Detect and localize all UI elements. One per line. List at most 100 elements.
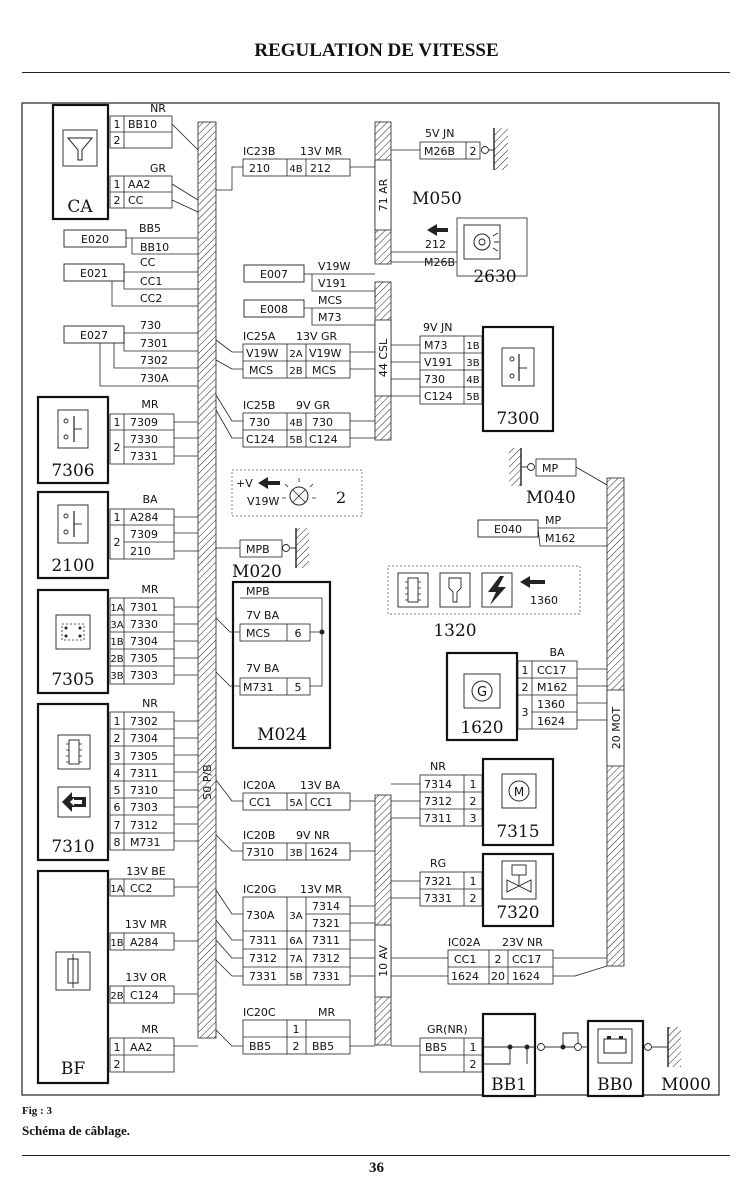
e021-w1: CC <box>140 256 156 269</box>
switch-block-icon <box>61 623 85 641</box>
arrow-left-icon <box>62 792 86 812</box>
ca-name: CA <box>67 197 93 217</box>
footer-rule <box>22 1155 730 1156</box>
c7320-pin: 2 <box>470 892 477 905</box>
figure-label: Fig : 3 <box>22 1105 52 1117</box>
c7320-pin: 1 <box>470 875 477 888</box>
c7300-spec: 9V JN <box>423 321 453 334</box>
bf-c1-pin: 1A <box>110 884 123 895</box>
c7306-p1: 1 <box>114 416 121 429</box>
ic02a-pin: 20 <box>491 970 505 983</box>
bb1-color: GR(NR) <box>427 1023 468 1036</box>
battery-icon <box>603 1036 627 1054</box>
splice-e040: E040 MP M162 <box>477 514 607 547</box>
bundle-50-pb: 50 P/B <box>197 121 217 1039</box>
connector-ic20g: IC20G 13V MR 730A 3A 7314 7321 7311 6A 7… <box>215 883 375 986</box>
component-7320: RG 7321 7331 1 2 7320 <box>391 852 555 928</box>
ic02a-right: CC17 <box>512 953 541 966</box>
component-7300: 9V JN M73 V191 730 C124 1B 3B 4B 5B 7300 <box>391 321 555 433</box>
ca-w3-pin: 1 <box>114 178 121 191</box>
c7310-color: NR <box>142 697 158 710</box>
c7306-w2: 7330 <box>130 433 158 446</box>
ic20c-right: BB5 <box>312 1040 334 1053</box>
c7310-pin: 5 <box>114 784 121 797</box>
c2100-p2: 2 <box>114 536 121 549</box>
m020-wire: MPB <box>246 543 270 556</box>
splice-e007: E007 V19W V191 <box>243 260 376 300</box>
ic20g-right: 7331 <box>312 970 340 983</box>
motor-icon: M <box>508 780 530 802</box>
bf-c2-wire: A284 <box>130 936 159 949</box>
ic20a-spec: 13V BA <box>300 779 341 792</box>
e020-color: BB5 <box>139 222 161 235</box>
bf-c4-color: MR <box>141 1023 158 1036</box>
ca-w2-pin: 2 <box>114 134 121 147</box>
ic20g-right: 7312 <box>312 952 340 965</box>
c7315-color: NR <box>430 760 446 773</box>
c7320-name: 7320 <box>496 903 539 923</box>
ic20b-label: IC20B <box>243 829 275 842</box>
svg-text:G: G <box>477 685 487 700</box>
m024-w1: MCS <box>246 627 270 640</box>
connector-ic25b: IC25B 9V GR 730 4B 730 C124 5B C124 <box>215 394 375 448</box>
bf-c2-pin: 1B <box>110 938 123 949</box>
bf-name: BF <box>61 1059 85 1079</box>
connector-ic25a: IC25A 13V GR V19W 2A V19W MCS 2B MCS <box>215 330 375 379</box>
ic20b-left: 7310 <box>246 846 274 859</box>
c7305-pin: 1A <box>110 603 123 614</box>
connector-ic02a: IC02A 23V NR CC1 2 CC17 1624 20 1624 <box>391 936 608 985</box>
c7310-pin: 7 <box>114 819 121 832</box>
ic25b-row-pin: 5B <box>289 435 302 446</box>
c7300-wire: V191 <box>424 356 453 369</box>
c2100-w1: A284 <box>130 511 159 524</box>
fuse-icon <box>67 954 79 988</box>
ic20c-left: BB5 <box>249 1040 271 1053</box>
bf-c1-wire: CC2 <box>130 882 152 895</box>
c1620-pin: 3 <box>522 706 529 719</box>
switch-icon <box>63 416 82 442</box>
bf-c4-p1: 1 <box>114 1041 121 1054</box>
c1620-color: BA <box>549 646 565 659</box>
component-ca: CA NR 1 BB10 2 GR 1 AA2 2 CC <box>51 102 199 221</box>
ic25b-spec: 9V GR <box>296 399 331 412</box>
ic25a-row-pin: 2B <box>289 366 302 377</box>
bundle-71-ar: 71 AR <box>374 121 392 265</box>
indicator-lamp-icon <box>473 232 499 252</box>
c1620-wire: M162 <box>537 681 568 694</box>
c2100-w3: 210 <box>130 545 151 558</box>
lamp-icon <box>282 478 316 506</box>
component-2100: 2100 BA 1 A284 2 7309 210 <box>36 490 198 580</box>
bb0-name: BB0 <box>597 1075 633 1095</box>
c7320-color: RG <box>430 857 446 870</box>
bb1-pin: 2 <box>470 1058 477 1071</box>
ic20g-label: IC20G <box>243 883 276 896</box>
c7315-pin: 1 <box>470 778 477 791</box>
component-bb0: BB0 <box>582 1019 668 1098</box>
ic20b-right: 1624 <box>310 846 338 859</box>
c2-name: 2 <box>336 488 346 507</box>
ic20a-label: IC20A <box>243 779 276 792</box>
ic25a-spec: 13V GR <box>296 330 338 343</box>
ic20a-pin: 5A <box>289 798 302 809</box>
c7310-name: 7310 <box>51 837 94 857</box>
c2100-color: BA <box>142 493 158 506</box>
ic20a-left: CC1 <box>249 796 271 809</box>
c7305-pin: 2B <box>110 654 123 665</box>
component-1320: 1360 1320 <box>387 565 581 641</box>
bundle-44-csl: 44 CSL <box>374 281 392 441</box>
ic25a-row-pin: 2A <box>289 349 302 360</box>
m024-s2: 7V BA <box>246 662 280 675</box>
page-title: REGULATION DE VITESSE <box>254 40 499 61</box>
ground-m000: M000 <box>661 1027 711 1095</box>
e040-wire: M162 <box>545 532 576 545</box>
c7310-wire: 7303 <box>130 801 158 814</box>
ic23b-spec: 13V MR <box>300 145 343 158</box>
c7310-pin: 2 <box>114 732 121 745</box>
e007-w2: V191 <box>318 277 347 290</box>
ca-w4-wire: CC <box>128 194 144 207</box>
ic20g-spec: 13V MR <box>300 883 343 896</box>
ic25a-row-left: MCS <box>249 364 273 377</box>
c7305-wire: 7305 <box>130 652 158 665</box>
c7300-pin: 5B <box>466 392 479 403</box>
